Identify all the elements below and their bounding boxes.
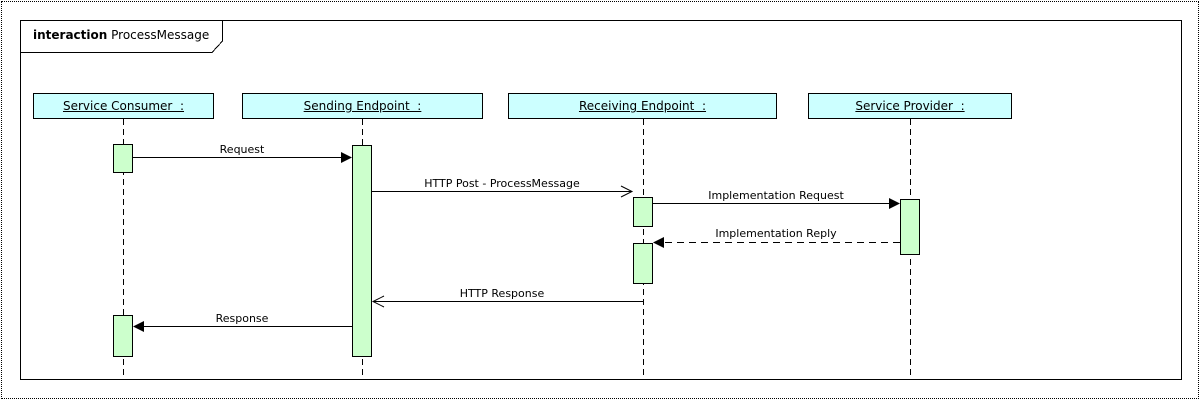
lifeline-head-label: Service Provider : bbox=[855, 99, 965, 113]
arrowhead-filled-implementation-reply bbox=[653, 237, 664, 248]
lifeline-head-label: Sending Endpoint : bbox=[303, 99, 422, 113]
activation-receiving-endpoint-2 bbox=[633, 243, 653, 284]
lifeline-head-label: Receiving Endpoint : bbox=[578, 99, 707, 113]
message-label-http-response: HTTP Response bbox=[459, 287, 545, 300]
activation-service-consumer-2 bbox=[113, 315, 133, 357]
frame-stereotype: interaction bbox=[33, 28, 108, 42]
activation-service-provider bbox=[900, 199, 920, 255]
lifeline-head-label: Service Consumer : bbox=[62, 99, 185, 113]
message-label-response: Response bbox=[215, 312, 269, 325]
activation-receiving-endpoint-1 bbox=[633, 197, 653, 227]
activation-sending-endpoint bbox=[352, 145, 372, 357]
message-label-http-post: HTTP Post - ProcessMessage bbox=[424, 177, 580, 190]
message-label-implementation-reply: Implementation Reply bbox=[715, 227, 837, 240]
lifeline-head-sending-endpoint: Sending Endpoint : bbox=[242, 93, 483, 119]
arrowhead-filled-response bbox=[133, 321, 144, 332]
lifeline-head-service-consumer: Service Consumer : bbox=[33, 93, 214, 119]
arrowhead-filled-request bbox=[341, 152, 352, 163]
arrowhead-filled-implementation-request bbox=[889, 198, 900, 209]
activation-service-consumer-1 bbox=[113, 144, 133, 173]
lifeline-head-receiving-endpoint: Receiving Endpoint : bbox=[508, 93, 777, 119]
frame-title: interaction ProcessMessage bbox=[33, 28, 209, 42]
frame-name: ProcessMessage bbox=[111, 28, 210, 42]
arrowhead-open-http-post bbox=[620, 185, 634, 198]
lifeline-head-service-provider: Service Provider : bbox=[808, 93, 1012, 119]
interaction-frame bbox=[20, 20, 1182, 380]
message-label-request: Request bbox=[219, 143, 265, 156]
arrowhead-open-http-response bbox=[371, 295, 385, 308]
message-label-implementation-request: Implementation Request bbox=[708, 189, 844, 202]
frame-name-pentagon bbox=[20, 20, 223, 53]
